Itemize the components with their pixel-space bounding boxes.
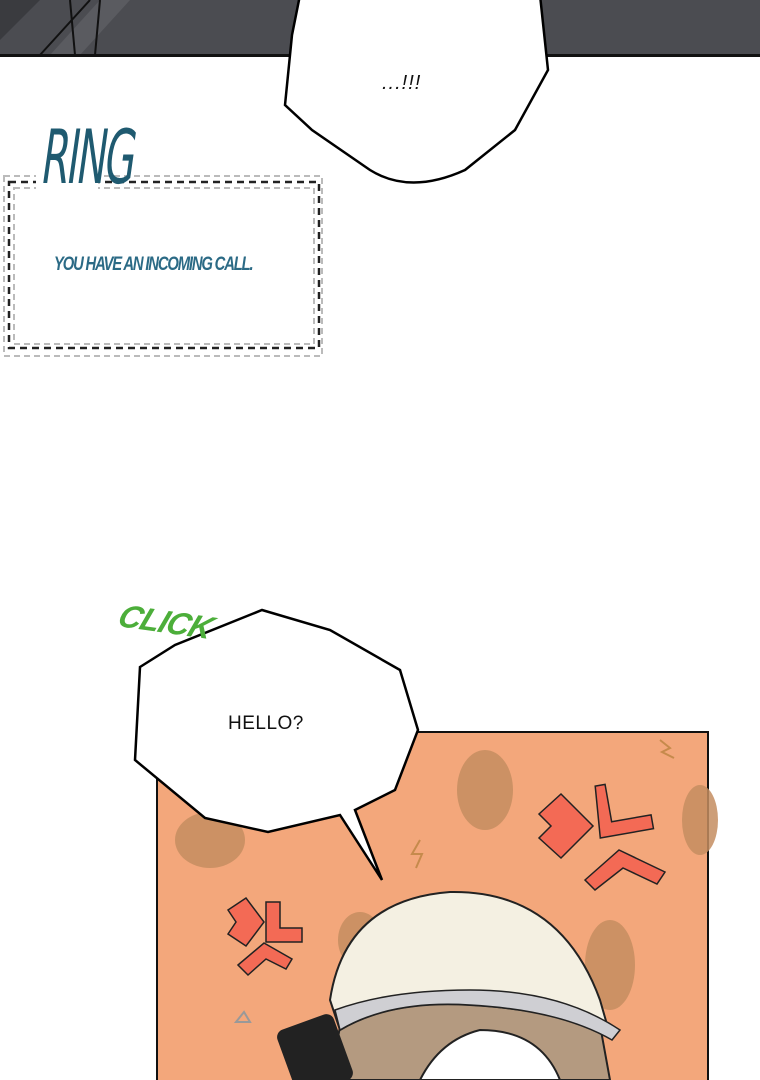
speech-bubble-hello	[133, 608, 420, 881]
anger-mark-icon	[226, 783, 667, 977]
hello-text: HELLO?	[228, 713, 304, 734]
incoming-call-box	[3, 150, 323, 357]
character-with-cap	[277, 890, 622, 1080]
speech-bubble-exclaim	[283, 0, 550, 184]
exclamation-text: ...!!!	[382, 72, 422, 94]
incoming-call-message: You have an incoming call.	[54, 254, 254, 275]
sfx-ring: RING	[36, 115, 141, 202]
lightning-icon	[410, 839, 424, 869]
phone-icon	[277, 1014, 353, 1080]
